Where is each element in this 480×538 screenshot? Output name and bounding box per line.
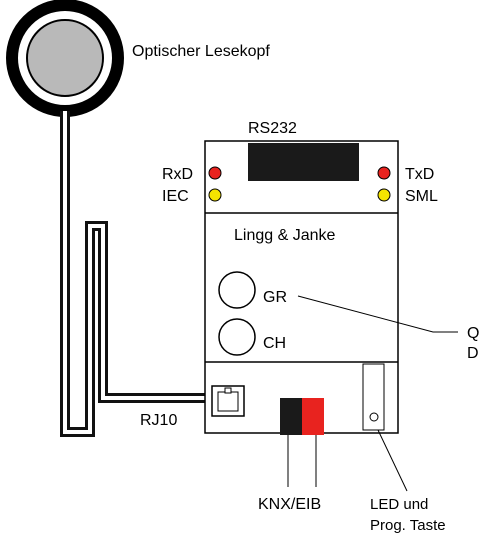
sml-led xyxy=(377,188,391,202)
rj10-notch xyxy=(224,387,232,394)
rs232-label: RS232 xyxy=(248,120,297,137)
led-label-line2: Prog. Taste xyxy=(370,517,446,534)
clip-label-line2: D xyxy=(467,345,479,362)
cable-inner xyxy=(63,111,220,434)
knx-terminal-red xyxy=(302,398,324,435)
clip-label-line1: Q xyxy=(467,325,479,342)
sensor-cable xyxy=(60,111,220,437)
ch-button xyxy=(218,318,256,356)
gr-label: GR xyxy=(263,289,287,306)
optical-sensor xyxy=(6,0,124,117)
prog-led xyxy=(369,412,379,422)
knx-terminal-black xyxy=(280,398,302,435)
sml-label: SML xyxy=(405,188,438,205)
rxd-led xyxy=(208,166,222,180)
gr-button xyxy=(218,271,256,309)
txd-led xyxy=(377,166,391,180)
knx-label: KNX/EIB xyxy=(258,496,321,513)
prog-slot xyxy=(362,363,385,431)
prog-leader-line xyxy=(377,429,408,492)
rj10-socket xyxy=(211,385,245,417)
sensor-label: Optischer Lesekopf xyxy=(132,43,270,60)
brand-label: Lingg & Janke xyxy=(234,227,336,244)
rs232-port xyxy=(248,143,359,181)
iec-label: IEC xyxy=(162,188,189,205)
rxd-label: RxD xyxy=(162,166,193,183)
rj10-inner xyxy=(217,391,239,412)
led-label-line1: LED und xyxy=(370,496,428,513)
txd-label: TxD xyxy=(405,166,434,183)
iec-led xyxy=(208,188,222,202)
ch-label: CH xyxy=(263,335,286,352)
sensor-lens xyxy=(26,19,104,97)
rj10-label: RJ10 xyxy=(140,412,177,429)
gr-leader-line xyxy=(297,295,458,333)
